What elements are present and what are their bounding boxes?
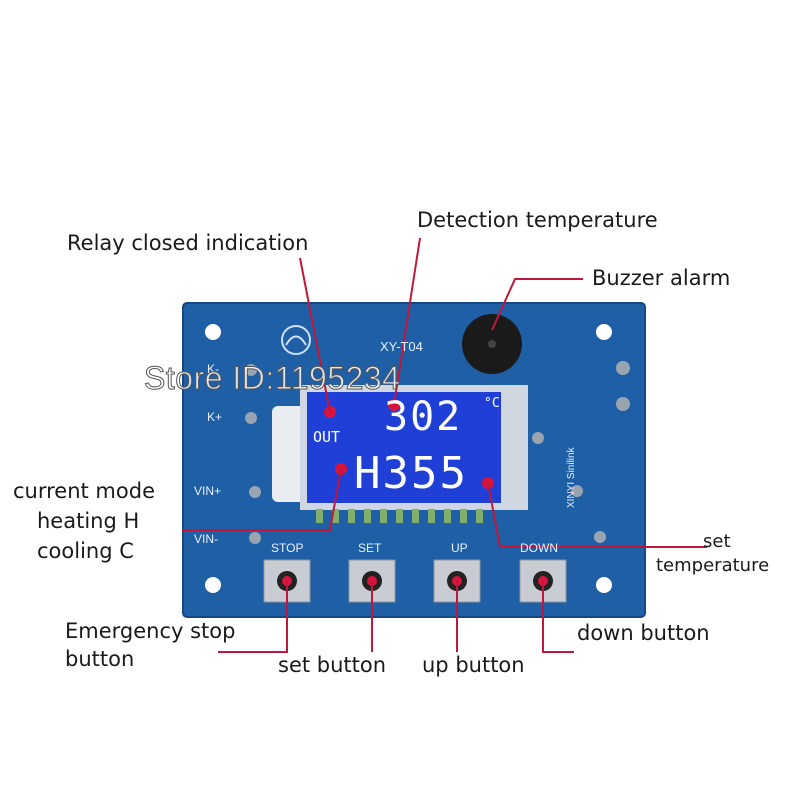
stop-label: STOP <box>271 541 304 555</box>
mounting-hole <box>205 324 221 340</box>
leader-relay <box>299 257 331 413</box>
model-label: XY-T04 <box>380 339 423 354</box>
mounting-hole <box>596 577 612 593</box>
leader-stop <box>218 581 288 653</box>
lcd-unit: °C <box>484 396 500 411</box>
leader-down <box>542 581 574 653</box>
pin-vin-minus: VIN- <box>194 532 218 546</box>
callout-mode-3: cooling C <box>37 539 134 563</box>
lcd-mode-setpoint: H355 <box>354 448 468 499</box>
callout-mode-2: heating H <box>37 509 140 533</box>
callout-settemp-1: set <box>703 531 731 552</box>
callout-set: set button <box>278 653 387 677</box>
pin-k-minus: K- <box>207 362 219 376</box>
lcd-out: OUT <box>313 428 341 446</box>
up-label: UP <box>451 541 468 555</box>
lcd-screen <box>307 392 501 503</box>
leader-buzzer <box>491 278 583 331</box>
lcd-detected: 302 <box>384 394 463 440</box>
callout-detection: Detection temperature <box>417 208 658 232</box>
callout-stop-2: button <box>65 647 135 671</box>
leader-settemp <box>487 482 707 548</box>
callout-up: up button <box>422 653 525 677</box>
callout-down: down button <box>577 621 710 645</box>
callout-stop-1: Emergency stop <box>65 619 236 643</box>
mounting-hole <box>596 324 612 340</box>
logo-icon <box>281 325 311 355</box>
leader-detection <box>393 237 421 406</box>
watermark: Store ID:1195234 <box>143 360 401 397</box>
callout-settemp-2: temperature <box>656 555 770 576</box>
set-label: SET <box>358 541 382 555</box>
mounting-hole <box>205 577 221 593</box>
pin-k-plus: K+ <box>207 410 223 424</box>
brand-label: XINYI Sinilink <box>566 447 577 508</box>
down-label: DOWN <box>520 541 558 555</box>
pin-vin-plus: VIN+ <box>194 484 222 498</box>
callout-mode-1: current mode <box>13 479 155 503</box>
callout-buzzer: Buzzer alarm <box>592 266 731 290</box>
callout-relay: Relay closed indication <box>67 231 309 255</box>
leader-mode <box>182 468 342 531</box>
